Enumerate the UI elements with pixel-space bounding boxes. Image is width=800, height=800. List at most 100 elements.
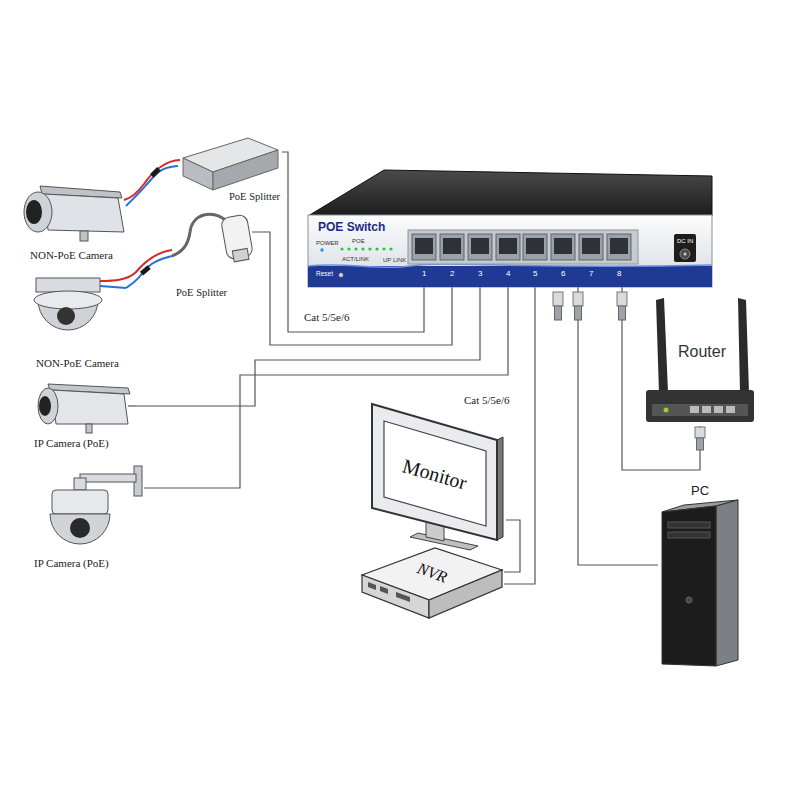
camera-mount <box>80 231 88 241</box>
panel-label: ACT/LINK <box>342 256 369 262</box>
device-label: PoE Splitter <box>229 192 280 203</box>
camera-mount <box>86 424 92 433</box>
router-panel <box>652 404 748 416</box>
data-wire <box>100 286 126 288</box>
dome-mount <box>36 278 100 292</box>
port-number: 8 <box>617 270 621 278</box>
port-socket <box>610 238 628 254</box>
label-holder: 3 <box>478 270 482 278</box>
panel-label: UP LINK <box>383 257 406 263</box>
camera: IP Camera (PoE) <box>28 462 144 578</box>
status-led <box>354 247 357 250</box>
panel-label: Reset <box>316 271 333 278</box>
rj45-port <box>523 234 547 260</box>
wire-connector <box>140 265 151 275</box>
camera-lens-housing <box>24 192 52 232</box>
router-port <box>702 406 711 413</box>
status-led <box>389 247 392 250</box>
device-label: PoE Splitter <box>176 288 227 299</box>
port-socket <box>415 238 433 254</box>
network-cable <box>136 287 480 406</box>
dc-jack <box>680 249 690 259</box>
plug-boot <box>697 438 704 450</box>
network-cable <box>504 287 535 584</box>
camera-lens-housing <box>38 388 58 424</box>
router-port <box>726 406 735 413</box>
switch-top <box>308 170 712 216</box>
label-holder: DC IN <box>677 238 693 244</box>
rj45-plug <box>573 292 583 306</box>
router-body <box>646 390 754 422</box>
network-cable <box>504 520 520 572</box>
port-socket <box>526 238 544 254</box>
port-strip <box>408 230 638 264</box>
camera-cable-stub <box>128 405 136 406</box>
power-button <box>686 597 692 603</box>
camera: IP Camera (PoE) <box>28 378 136 458</box>
port-number: 4 <box>506 270 510 278</box>
switch-band <box>308 266 712 287</box>
rj45-port <box>468 234 492 260</box>
port-socket <box>443 238 461 254</box>
dome-lens <box>57 307 75 325</box>
label-holder: 4 <box>506 270 510 278</box>
camera-body <box>52 390 128 424</box>
nvr-front <box>362 575 429 618</box>
label-holder: 7 <box>589 270 593 278</box>
splitter-socket <box>232 248 249 261</box>
power-led <box>320 248 323 251</box>
drive-bay <box>668 532 710 538</box>
port-number: 6 <box>561 270 565 278</box>
dc-jack-panel <box>674 234 696 262</box>
splitter-box <box>213 150 278 190</box>
port-number: 2 <box>450 270 454 278</box>
device-label: NON-PoE Camera <box>30 250 113 261</box>
rj45-plug <box>617 292 627 306</box>
network-cable <box>622 287 700 470</box>
port-socket <box>499 238 517 254</box>
port-socket <box>471 238 489 254</box>
poe-splitter: PoE Splitter <box>178 134 282 206</box>
power-wire <box>124 160 180 200</box>
status-led <box>382 247 385 250</box>
device-label: PC <box>691 484 709 497</box>
nvr-port <box>380 586 388 594</box>
monitor-frame <box>372 404 497 540</box>
ptz-dome <box>50 514 110 544</box>
label-holder: POWER <box>316 240 339 246</box>
rj45-port <box>412 234 436 260</box>
device-label: Router <box>678 344 726 360</box>
rj45-port <box>440 234 464 260</box>
device-label: NON-PoE Camera <box>36 358 119 369</box>
router-antenna <box>656 298 668 393</box>
port-number: 3 <box>478 270 482 278</box>
ptz-lens <box>70 518 90 538</box>
status-led <box>347 247 350 250</box>
network-cable <box>578 287 658 565</box>
rj45-plug <box>553 292 563 306</box>
dc-jack-pin <box>684 253 687 256</box>
label-holder: 8 <box>617 270 621 278</box>
ptz-housing <box>52 490 108 514</box>
label-holder: Reset <box>316 271 333 278</box>
device-label: IP Camera (PoE) <box>34 438 109 449</box>
ptz-neck <box>74 478 86 490</box>
port-number: 7 <box>589 270 593 278</box>
pc-front <box>662 506 716 666</box>
rj45-port <box>496 234 520 260</box>
camera-lens <box>26 200 42 224</box>
network-cable <box>126 166 178 206</box>
screen-text: Monitor <box>401 455 470 492</box>
port-socket <box>582 238 600 254</box>
status-led <box>340 247 343 250</box>
port-number: 5 <box>533 270 537 278</box>
drive-bay <box>668 522 710 528</box>
monitor: Monitor <box>370 402 506 554</box>
router-antenna <box>738 298 749 393</box>
label-holder: Cat 5/5e/6 <box>304 312 350 323</box>
switch-front <box>308 215 712 287</box>
poe-splitter: PoE Splitter <box>172 210 252 302</box>
